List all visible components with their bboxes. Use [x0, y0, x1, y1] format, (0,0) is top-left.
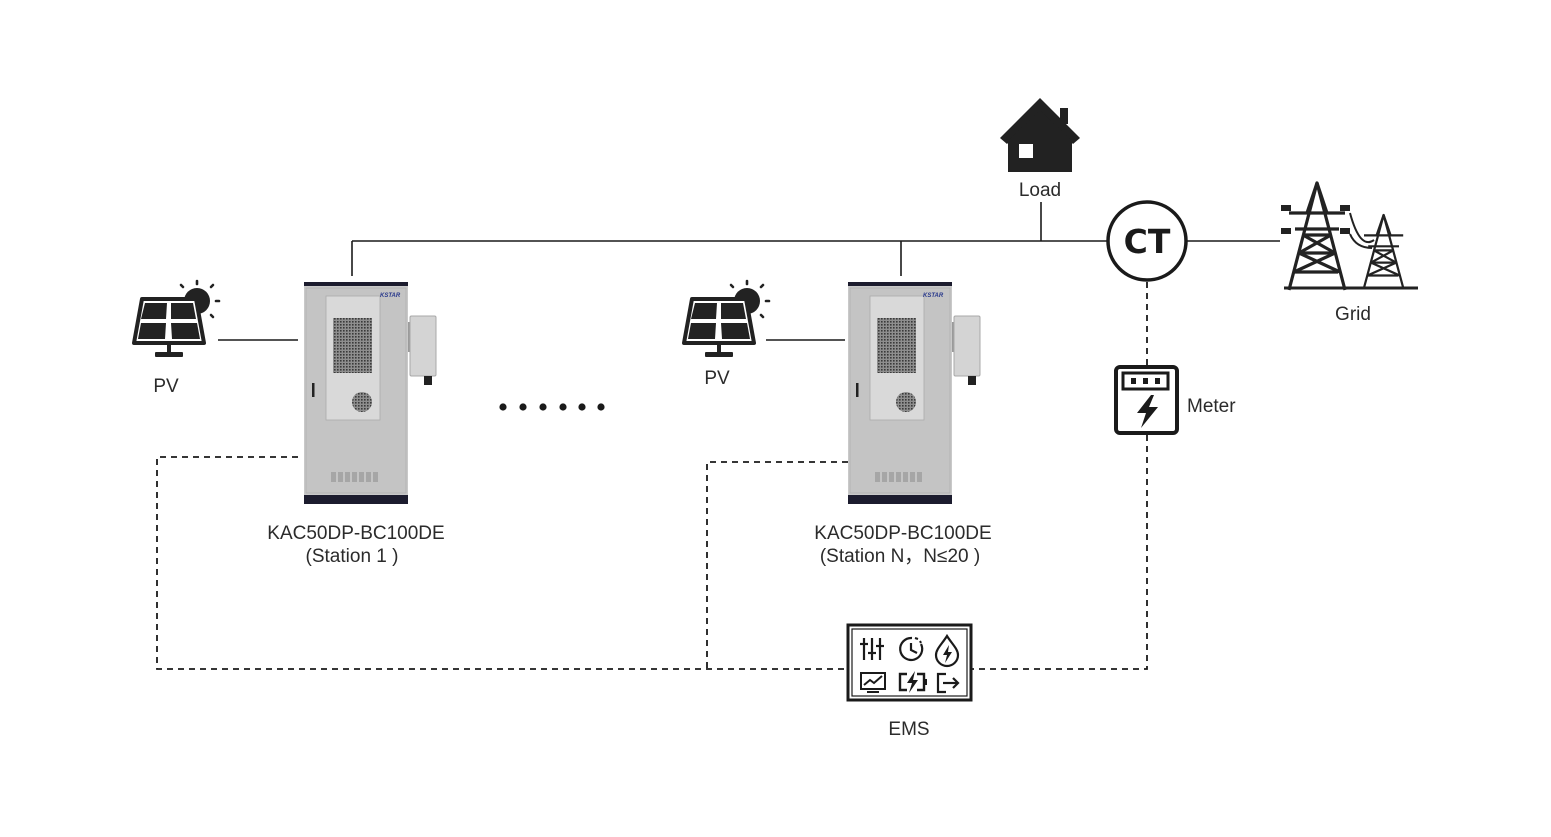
comm-line-meter-ems: [972, 435, 1148, 670]
pv2-label: PV: [704, 368, 730, 389]
cabinet-brand-logo-n: KSTAR: [923, 293, 944, 299]
station1-model-label: KAC50DP-BC100DE: [267, 523, 444, 544]
stationN-name-label: (Station N，N≤20 ): [820, 546, 980, 567]
house-icon: [1000, 98, 1080, 172]
storage-cabinet-station-n: KSTAR: [847, 281, 981, 505]
comm-line-stationN: [706, 461, 848, 669]
monitor-chart-icon: [860, 672, 886, 693]
load-label: Load: [1019, 180, 1061, 201]
battery-bolt-icon: [898, 671, 927, 693]
ct-label: CT: [1124, 222, 1171, 261]
transmission-tower-icon: [1281, 181, 1418, 292]
stationN-model-label: KAC50DP-BC100DE: [814, 523, 991, 544]
electric-meter-icon: [1114, 365, 1179, 435]
droplet-bolt-icon: [934, 633, 960, 668]
solar-panel-icon-2: [682, 279, 771, 359]
grid-label: Grid: [1335, 304, 1371, 325]
exit-icon: [936, 672, 960, 694]
station1-name-label: (Station 1 ): [306, 546, 399, 567]
sliders-icon: [860, 638, 884, 660]
ems-label: EMS: [888, 719, 929, 740]
solar-panel-icon-1: [132, 279, 221, 359]
cabinet-brand-logo-1: KSTAR: [380, 293, 401, 299]
ct-sensor: [1106, 200, 1188, 282]
energy-management-panel-icon: [846, 623, 973, 702]
storage-cabinet-station-1: KSTAR: [303, 281, 437, 505]
pv1-label: PV: [153, 376, 179, 397]
comm-line-station1: [156, 456, 848, 670]
clock-icon: [899, 636, 924, 662]
more-stations-ellipsis: [499, 403, 605, 411]
meter-label: Meter: [1187, 396, 1236, 417]
